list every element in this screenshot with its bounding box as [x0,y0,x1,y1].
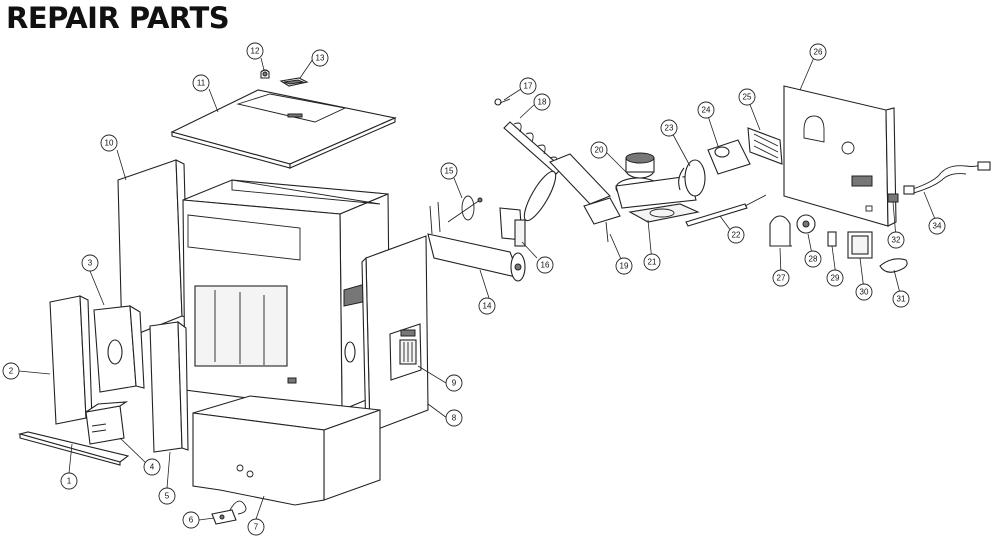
callout-2: 2 [2,362,20,380]
callout-25-label: 25 [743,93,752,102]
callout-31-label: 31 [897,295,906,304]
callout-3: 3 [81,254,99,272]
callout-16-label: 16 [541,261,550,270]
callout-7-label: 7 [254,523,259,532]
callout-15-label: 15 [445,167,454,176]
callout-23-label: 23 [665,124,674,133]
callout-10: 10 [100,134,118,152]
callout-16: 16 [536,256,554,274]
callout-27: 27 [772,269,790,287]
callout-23: 23 [660,119,678,137]
ash-box-part [85,401,129,445]
callout-14: 14 [478,297,496,315]
callout-12: 12 [246,42,264,60]
callout-1-label: 1 [67,477,72,486]
callout-32: 32 [887,231,905,249]
auger-bracket-part [499,207,526,247]
heat-exchanger-grille-part [747,127,783,165]
callout-29: 29 [826,269,844,287]
wire-harness-part [447,195,483,223]
callout-10-label: 10 [105,139,114,148]
lid-handle-part [279,77,309,87]
callout-15: 15 [440,162,458,180]
callout-6-label: 6 [189,516,194,525]
callout-7: 7 [247,518,265,536]
callout-28-label: 28 [809,255,818,264]
callout-4-label: 4 [150,463,155,472]
mounting-bracket-part [769,215,792,247]
callout-5: 5 [158,487,176,505]
callout-24: 24 [697,101,715,119]
callout-3-label: 3 [88,259,93,268]
callout-34: 34 [928,217,946,235]
callout-21: 21 [643,253,661,271]
callout-24-label: 24 [702,106,711,115]
combustion-blower-part [615,152,697,209]
vacuum-switch-part [796,214,816,234]
callout-32-label: 32 [892,236,901,245]
room-blower-part [707,139,751,175]
igniter-part [685,194,767,227]
callout-2-label: 2 [9,367,14,376]
callout-13: 13 [311,49,329,67]
callout-5-label: 5 [165,492,170,501]
callout-30-label: 30 [860,288,869,297]
callout-25: 25 [738,88,756,106]
power-cord-part [903,161,991,195]
remote-control-part [879,258,908,273]
control-display-part [847,231,873,259]
main-cabinet-part [182,179,391,411]
callout-19-label: 19 [620,262,629,271]
callout-34-label: 34 [933,222,942,231]
bottom-strip-part [17,431,130,466]
auger-tube-part [427,201,526,282]
callout-28: 28 [804,250,822,268]
control-board-part [389,323,422,381]
top-lid-part [170,89,397,169]
callout-11: 11 [192,74,210,92]
callout-9-label: 9 [452,379,457,388]
callout-19: 19 [615,257,633,275]
callout-14-label: 14 [483,302,492,311]
page-title: REPAIR PARTS [6,1,230,35]
callout-11-label: 11 [197,79,206,88]
callout-29-label: 29 [831,274,840,283]
callout-30: 30 [855,283,873,301]
thermostat-sensor-part [211,500,247,525]
callout-8: 8 [445,409,463,427]
callout-22-label: 22 [732,231,741,240]
blower-gasket-part [628,203,700,223]
snap-disc-part [887,193,899,203]
callout-17: 17 [519,77,537,95]
callout-20: 20 [590,141,608,159]
callout-26: 26 [809,43,827,61]
exhaust-duct-part [678,159,706,197]
callout-27-label: 27 [777,274,786,283]
callout-4: 4 [143,458,161,476]
callout-1: 1 [60,472,78,490]
callout-9: 9 [445,374,463,392]
rear-liner-panel-part [93,304,145,393]
callout-8-label: 8 [452,414,457,423]
callout-12-label: 12 [251,47,260,56]
callout-18-label: 18 [538,98,547,107]
callout-20-label: 20 [595,146,604,155]
callout-26-label: 26 [814,48,823,57]
rear-panel-part [783,85,897,227]
pressure-switch-part [827,231,837,247]
callout-6: 6 [182,511,200,529]
feed-chute-part [523,153,621,243]
callout-22: 22 [727,226,745,244]
left-liner-panel-part [49,295,93,425]
callout-18: 18 [533,93,551,111]
auger-bolt-part [494,98,511,106]
lid-hinge-part [260,69,270,79]
callout-31: 31 [892,290,910,308]
callout-13-label: 13 [316,54,325,63]
callout-21-label: 21 [648,258,657,267]
callout-17-label: 17 [524,82,533,91]
base-pedestal-part [192,395,381,506]
right-liner-panel-part [149,320,189,453]
